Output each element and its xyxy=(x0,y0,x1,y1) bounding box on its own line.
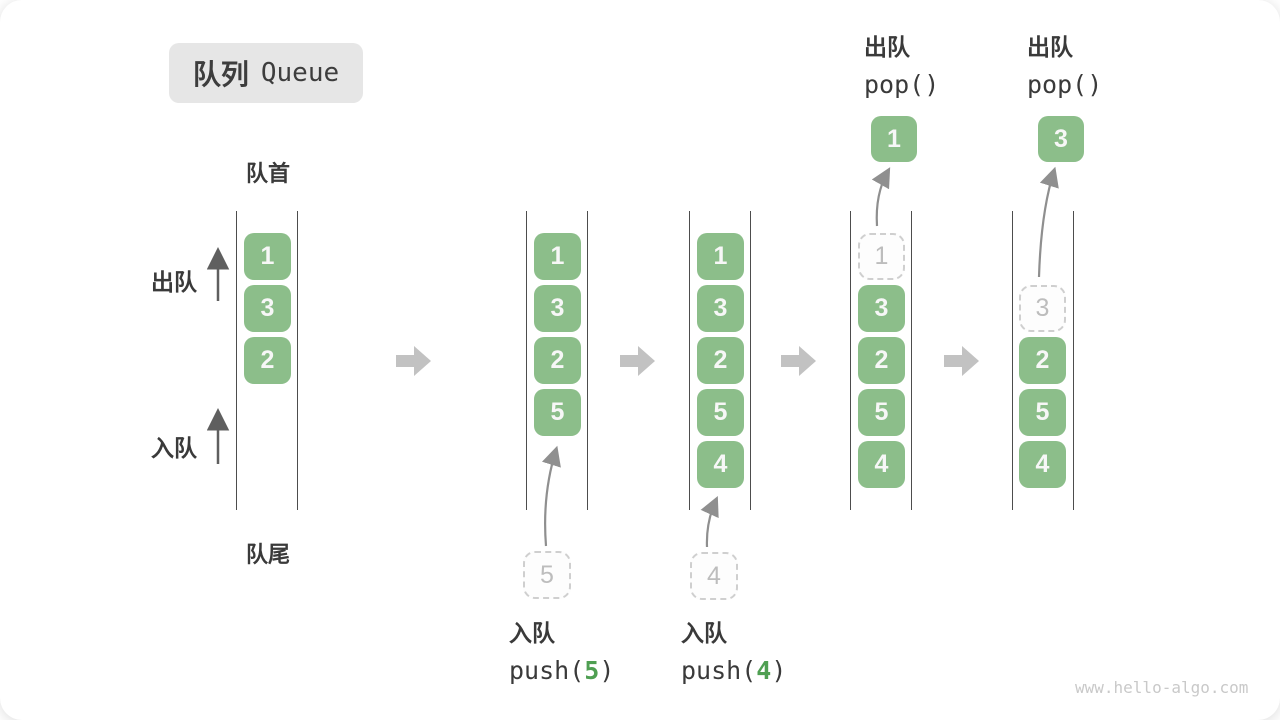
queue-column-1 xyxy=(236,211,298,510)
queue1-element: 1 xyxy=(244,233,291,280)
code-arg: 5 xyxy=(584,656,600,685)
step-arrow-icon xyxy=(781,346,816,376)
watermark: www.hello-algo.com xyxy=(1075,678,1249,697)
operation-pop-second-code: pop() xyxy=(1027,70,1103,99)
step-arrow-icon xyxy=(396,346,431,376)
title-en: Queue xyxy=(260,58,340,88)
queue4-element: 4 xyxy=(858,441,905,488)
operation-push5-code: push(5) xyxy=(509,656,614,685)
step-arrow-icon xyxy=(944,346,979,376)
rear-label: 队尾 xyxy=(245,542,290,567)
queue5-popped-element: 3 xyxy=(1038,116,1084,162)
queue2-staging-element: 5 xyxy=(523,551,571,599)
title-zh: 队列 xyxy=(192,59,249,90)
enqueue-side-label: 入队 xyxy=(151,435,197,461)
queue-column-2 xyxy=(526,211,588,510)
queue2-element: 1 xyxy=(534,233,581,280)
operation-pop-first: 出队 pop() xyxy=(864,28,939,99)
queue4-ghost-element: 1 xyxy=(858,233,905,280)
operation-pop-first-code: pop() xyxy=(864,70,940,99)
queue1-element: 3 xyxy=(244,285,291,332)
title-badge: 队列 Queue xyxy=(169,43,363,103)
queue1-element: 2 xyxy=(244,337,291,384)
queue-column-4 xyxy=(850,211,912,510)
queue-column-5 xyxy=(1012,211,1074,510)
queue4-element: 2 xyxy=(858,337,905,384)
queue4-popped-element: 1 xyxy=(871,116,917,162)
operation-push4-code: push(4) xyxy=(681,656,786,685)
operation-push4-zh: 入队 xyxy=(681,620,727,646)
queue2-element: 2 xyxy=(534,337,581,384)
code-arg: 4 xyxy=(756,656,772,685)
code-text: push( xyxy=(681,656,757,685)
queue3-element: 4 xyxy=(697,441,744,488)
operation-pop-first-zh: 出队 xyxy=(864,34,910,60)
code-text: ) xyxy=(599,656,615,685)
operation-pop-second-zh: 出队 xyxy=(1027,34,1073,60)
step-arrow-icon xyxy=(620,346,655,376)
queue3-element: 5 xyxy=(697,389,744,436)
operation-push5: 入队 push(5) xyxy=(509,614,614,685)
queue3-element: 2 xyxy=(697,337,744,384)
queue4-element: 3 xyxy=(858,285,905,332)
dequeue-side-label: 出队 xyxy=(151,269,197,295)
operation-pop-second: 出队 pop() xyxy=(1027,28,1102,99)
queue5-element: 2 xyxy=(1019,337,1066,384)
operation-push4: 入队 push(4) xyxy=(681,614,786,685)
queue3-element: 1 xyxy=(697,233,744,280)
queue5-ghost-element: 3 xyxy=(1019,285,1066,332)
queue3-element: 3 xyxy=(697,285,744,332)
queue5-element: 5 xyxy=(1019,389,1066,436)
code-text: push( xyxy=(509,656,585,685)
queue3-staging-element: 4 xyxy=(690,552,738,600)
queue5-element: 4 xyxy=(1019,441,1066,488)
front-label: 队首 xyxy=(245,161,290,186)
queue-column-3 xyxy=(689,211,751,510)
queue4-element: 5 xyxy=(858,389,905,436)
code-text: ) xyxy=(771,656,787,685)
operation-push5-zh: 入队 xyxy=(509,620,555,646)
queue2-element: 5 xyxy=(534,389,581,436)
queue2-element: 3 xyxy=(534,285,581,332)
